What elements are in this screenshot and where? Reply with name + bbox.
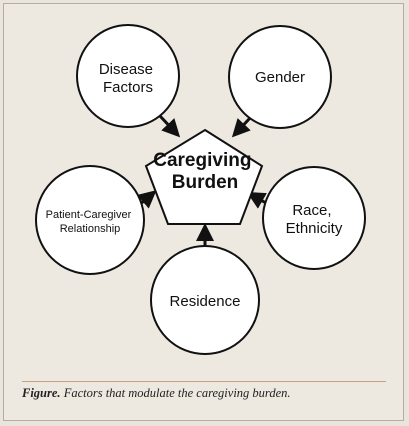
patient-caregiver-relationship-node [35, 165, 145, 275]
disease-factors-label: Disease Factors [99, 61, 157, 96]
arrow-disease-factors [158, 114, 181, 138]
caption-text: Factors that modulate the caregiving bur… [63, 386, 291, 400]
gender-label: Gender [255, 69, 305, 86]
caregiving-burden-line-2: Burden [172, 172, 239, 193]
disease-factors-line-1: Disease [99, 61, 153, 78]
caption-label: Figure. [22, 386, 61, 400]
disease-factors-node [76, 24, 180, 128]
residence-line-1: Residence [170, 293, 241, 310]
patient-caregiver-relationship-line-1: Patient-Caregiver [46, 209, 132, 221]
race-ethnicity-line-1: Race, [292, 202, 331, 219]
race-ethnicity-label: Race, Ethnicity [286, 202, 343, 237]
caption-divider [22, 381, 386, 382]
caregiving-burden-line-1: Caregiving [153, 150, 251, 171]
caregiving-burden-label: Caregiving Burden [153, 150, 256, 193]
gender-node [228, 25, 332, 129]
patient-caregiver-relationship-line-2: Relationship [60, 223, 121, 235]
disease-factors-line-2: Factors [103, 79, 153, 96]
arrow-gender [231, 116, 252, 138]
caregiving-burden-node [144, 128, 264, 225]
figure-caption: Figure. Factors that modulate the caregi… [22, 386, 291, 401]
arrow-race-ethnicity [246, 192, 267, 209]
patient-caregiver-relationship-label: Patient-Caregiver Relationship [46, 209, 135, 235]
race-ethnicity-node [262, 166, 366, 270]
race-ethnicity-line-2: Ethnicity [286, 220, 343, 237]
residence-node [150, 245, 260, 355]
residence-label: Residence [170, 293, 241, 310]
gender-line-1: Gender [255, 69, 305, 86]
